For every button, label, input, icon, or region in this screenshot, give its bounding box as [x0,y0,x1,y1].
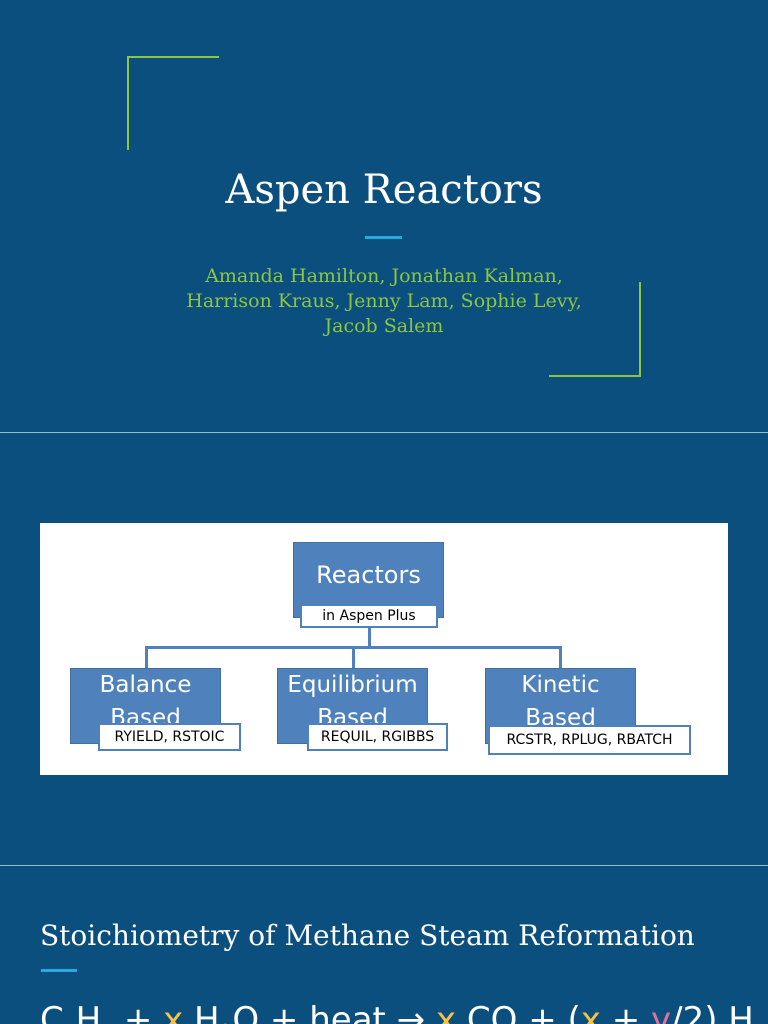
author-line-3: Jacob Salem [324,315,444,337]
heading-accent-bar [41,969,77,972]
eq-var-y: y [651,1000,672,1024]
stoichiometry-heading: Stoichiometry of Methane Steam Reformati… [40,919,695,952]
connector-kinetic [559,646,562,668]
eq-plus: + [113,1000,164,1024]
corner-bracket-top-left [127,56,219,150]
connector-root-down [368,628,371,647]
eq-var-x: x [580,1000,601,1024]
reactor-hierarchy-diagram: Reactors in Aspen Plus Balance Based RYI… [40,523,728,775]
title-slide: Aspen Reactors Amanda Hamilton, Jonathan… [0,0,768,432]
author-line-1: Amanda Hamilton, Jonathan Kalman, [205,265,563,287]
eq-co: CO + ( [456,1000,581,1024]
eq-hydrogen: H [75,1000,102,1024]
connector-balance [145,646,148,668]
eq-hydrogen-product: /2) H [671,1000,754,1024]
equilibrium-based-tag: REQUIL, RGIBBS [307,723,448,751]
kinetic-based-tag: RCSTR, RPLUG, RBATCH [488,725,691,755]
slide-divider [0,432,768,433]
eq-water-h: H [183,1000,220,1024]
slide-divider [0,865,768,866]
reactor-diagram-slide: Reactors in Aspen Plus Balance Based RYI… [0,433,768,865]
author-list: Amanda Hamilton, Jonathan Kalman, Harris… [150,264,618,339]
equilibrium-based-line1: Equilibrium [287,672,418,698]
balance-based-line1: Balance [99,672,192,698]
balance-based-tag: RYIELD, RSTOIC [98,723,241,751]
presentation-title: Aspen Reactors [225,167,543,213]
corner-bracket-bottom-right [549,282,641,377]
kinetic-based-line1: Kinetic [521,672,600,698]
connector-equilibrium [352,646,355,668]
reaction-equation: CxHy + x H2O + heat → x CO + (x + y/2) H [40,998,754,1024]
author-line-2: Harrison Kraus, Jenny Lam, Sophie Levy, [186,290,582,312]
eq-carbon: C [40,1000,64,1024]
eq-var-x: x [163,1000,184,1024]
reactors-root-label: Reactors [316,561,421,589]
eq-water-o: O + heat → [232,1000,436,1024]
stoichiometry-slide: Stoichiometry of Methane Steam Reformati… [0,866,768,1024]
eq-var-x: x [435,1000,457,1024]
title-accent-bar [365,236,402,239]
reactors-root-tag: in Aspen Plus [300,604,438,628]
eq-plus: + [600,1000,652,1024]
